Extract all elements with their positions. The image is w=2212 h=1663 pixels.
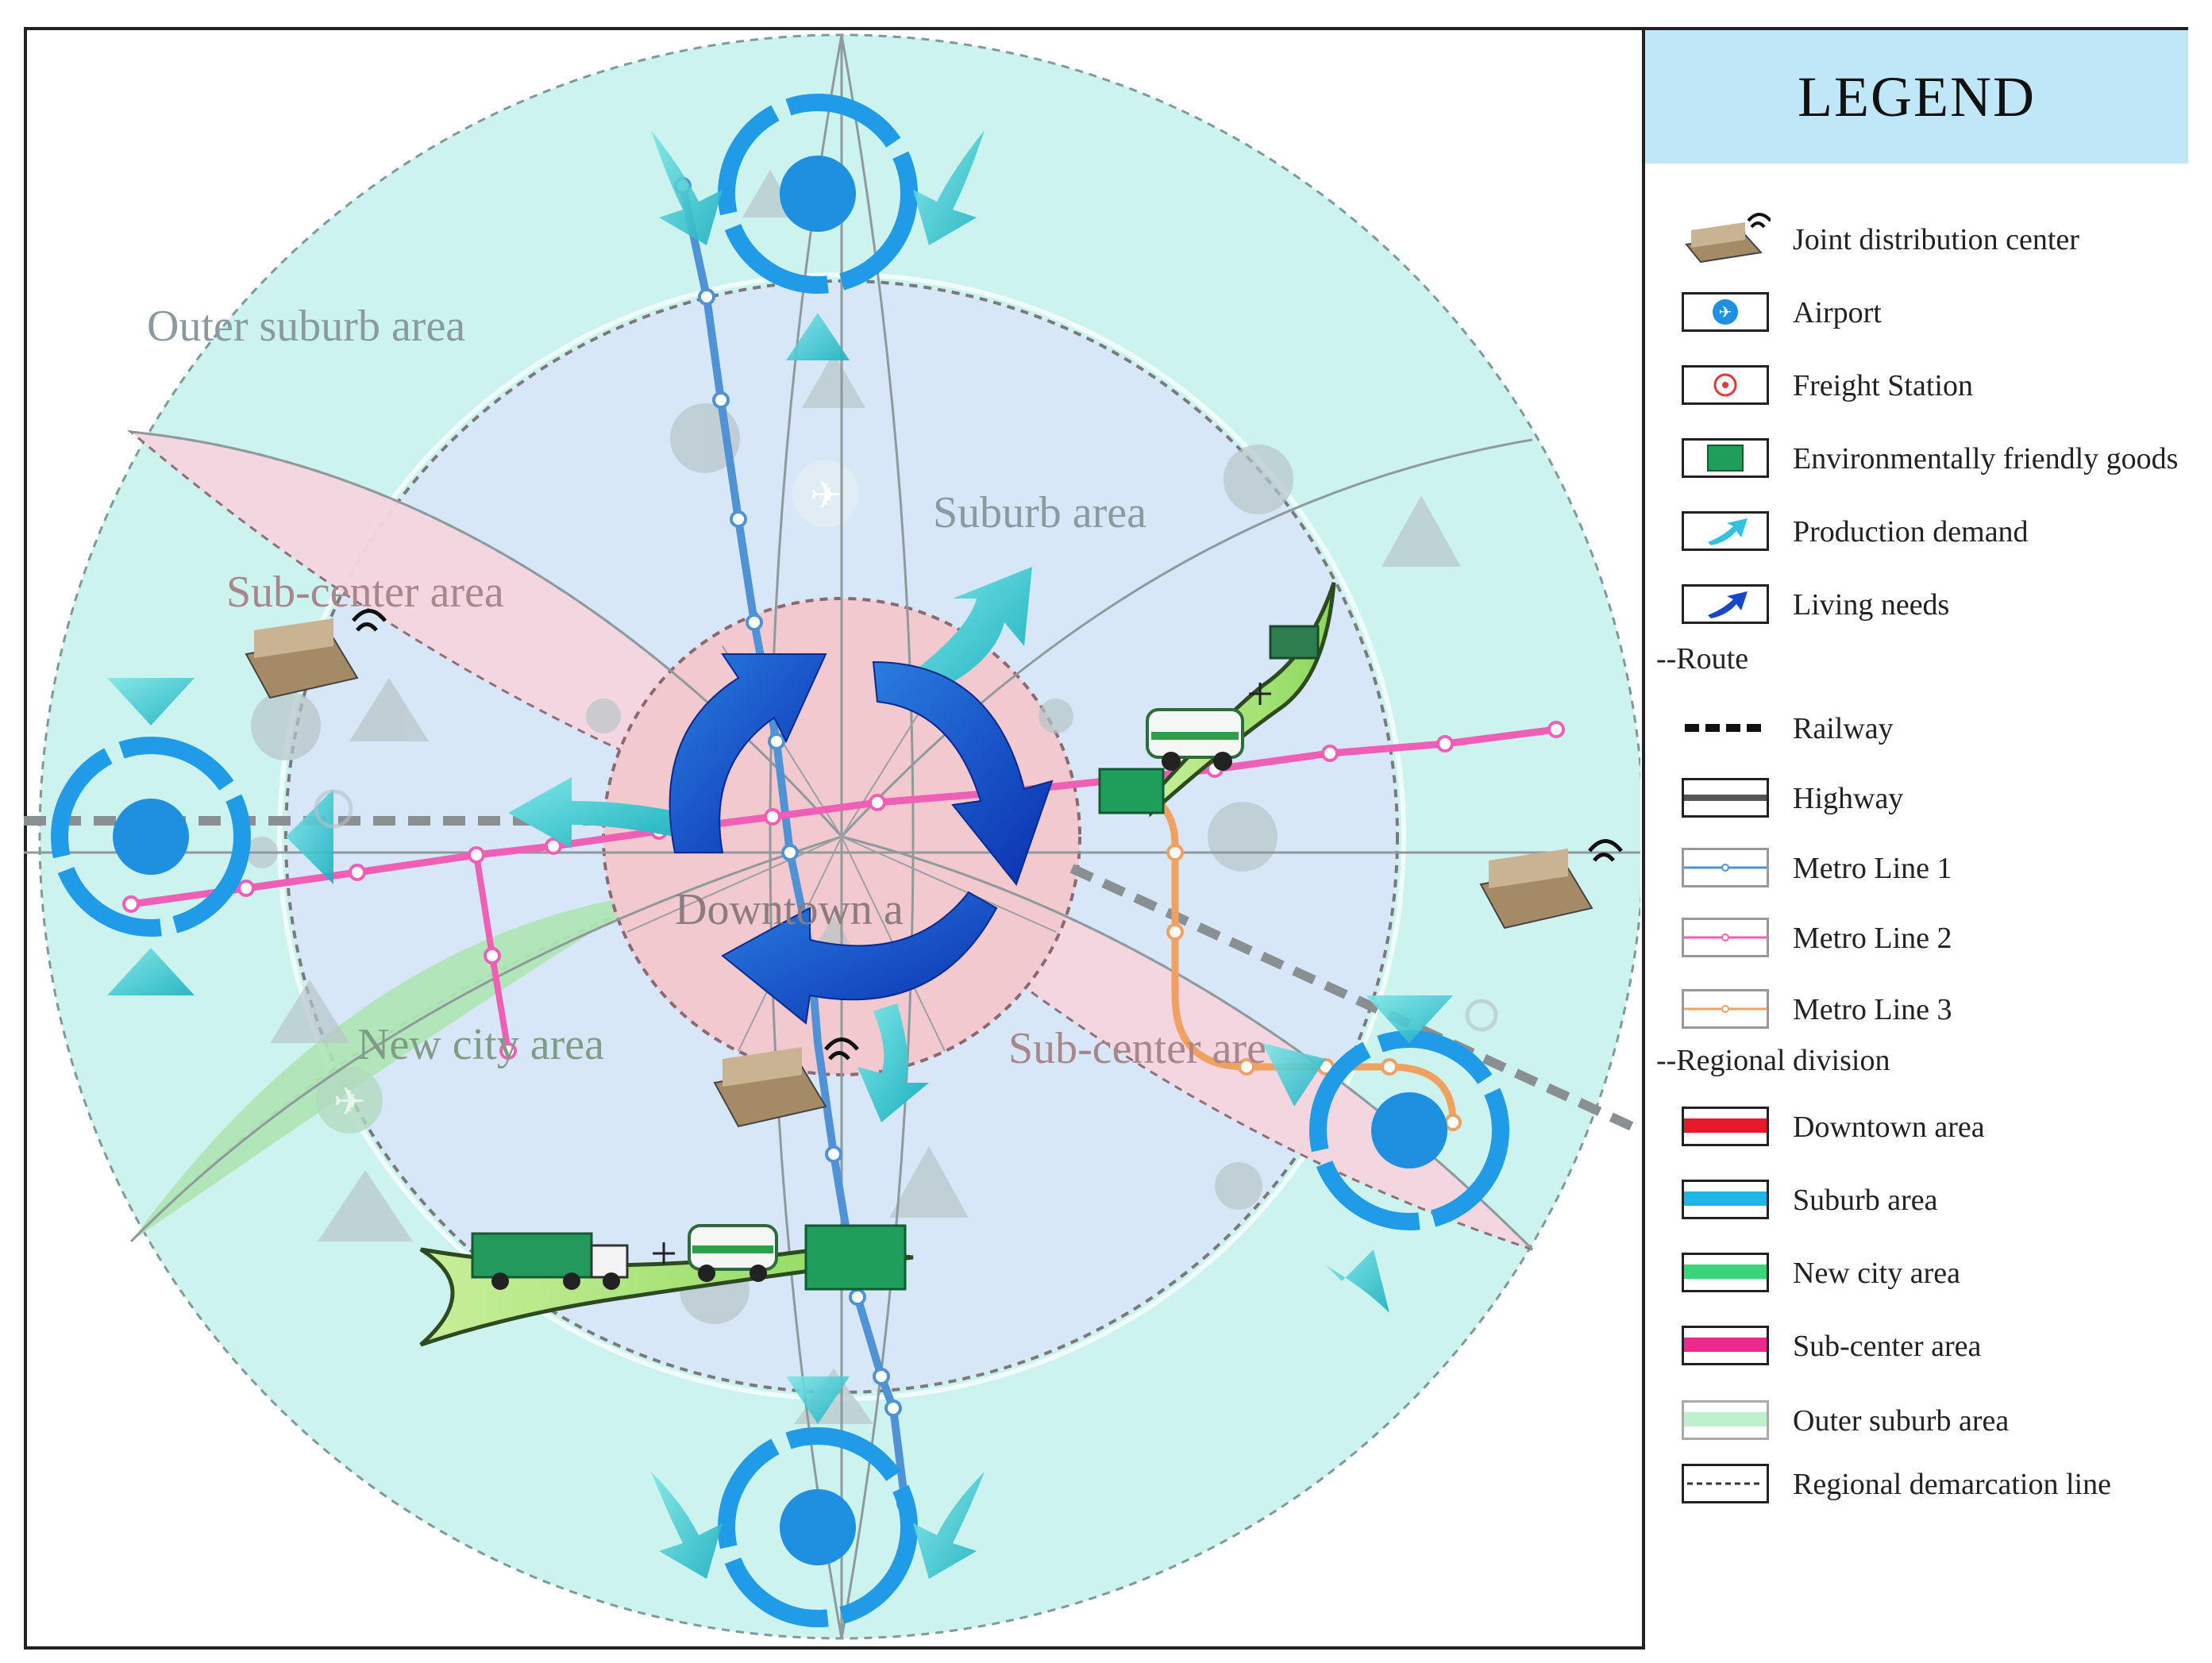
legend-label-outer-suburb: Outer suburb area — [1793, 1404, 2010, 1438]
demarcation-line-swatch — [1682, 1464, 1769, 1503]
legend-label-demarcation-line: Regional demarcation line — [1793, 1468, 2111, 1501]
airport-hub-west — [51, 737, 251, 937]
new-city-swatch — [1682, 1253, 1769, 1292]
legend-label-new-city: New city area — [1793, 1257, 1960, 1290]
label-new-city-area: New city area — [357, 1020, 604, 1069]
distribution-center-east — [1479, 839, 1623, 930]
background-markers — [246, 170, 1461, 1424]
airport-marker-north: ✈ — [792, 460, 859, 527]
metro-line-3-swatch — [1682, 989, 1769, 1029]
freight-station-icon — [1682, 365, 1769, 405]
legend-label-metro-line-2: Metro Line 2 — [1793, 922, 1952, 955]
airport-icon: ✈ — [1682, 292, 1769, 332]
plus-sign-east: + — [1247, 668, 1274, 720]
suburb-swatch — [1682, 1180, 1769, 1219]
railway-swatch — [1682, 708, 1769, 748]
legend-label-distribution-center: Joint distribution center — [1793, 223, 2079, 256]
metro-line-1-swatch — [1682, 848, 1769, 887]
legend-title: LEGEND — [1798, 64, 2036, 129]
legend-label-highway: Highway — [1793, 782, 1904, 815]
freight-station-marker — [314, 789, 1498, 1032]
label-sub-center-area-right: Sub-center are — [1008, 1024, 1266, 1073]
svg-text:✈: ✈ — [333, 1081, 365, 1123]
distribution-center-northwest — [245, 609, 387, 699]
legend-label-living-needs: Living needs — [1793, 588, 1950, 622]
legend-region-heading: --Regional division — [1656, 1044, 1890, 1077]
highway-swatch — [1682, 778, 1769, 818]
label-outer-suburb-area: Outer suburb area — [147, 302, 465, 351]
delivery-van-east — [1146, 708, 1244, 771]
city-logistics-map: ✈ ✈ — [24, 33, 1640, 1640]
legend-label-metro-line-3: Metro Line 3 — [1793, 993, 1952, 1026]
label-sub-center-area-left: Sub-center area — [226, 568, 504, 617]
legend-label-railway: Railway — [1793, 712, 1894, 745]
truck-south — [471, 1232, 629, 1290]
production-demand-arrow-icon — [1682, 511, 1769, 551]
airport-marker-southwest: ✈ — [316, 1067, 383, 1134]
svg-text:✈: ✈ — [1719, 304, 1732, 321]
green-goods-box-east — [1098, 768, 1165, 814]
airport-hub-south — [718, 1427, 918, 1627]
green-goods-box-south — [804, 1224, 907, 1291]
distribution-center-icon — [1685, 213, 1771, 264]
label-suburb-area: Suburb area — [933, 488, 1146, 537]
legend-route-heading: --Route — [1656, 642, 1749, 676]
legend-label-metro-line-1: Metro Line 1 — [1793, 852, 1952, 885]
delivery-van-south — [688, 1224, 778, 1282]
truck-east — [1269, 625, 1320, 660]
metro-line-2-swatch — [1682, 918, 1769, 957]
green-goods-icon — [1682, 438, 1769, 478]
downtown-swatch — [1682, 1107, 1769, 1146]
plus-sign-south: + — [650, 1227, 677, 1280]
legend-label-suburb: Suburb area — [1793, 1184, 1938, 1217]
airport-hub-north — [718, 94, 918, 294]
legend-label-airport: Airport — [1793, 296, 1882, 329]
legend-panel: LEGEND Joint distribution center ✈ Airpo… — [1642, 30, 2188, 1650]
legend-label-freight-station: Freight Station — [1793, 369, 1973, 402]
downtown-circulation-arrows — [669, 653, 1054, 1025]
legend-label-sub-center: Sub-center area — [1793, 1330, 1982, 1363]
outward-flow-arrows — [508, 567, 1032, 1122]
sub-center-swatch — [1682, 1326, 1769, 1365]
label-downtown-area: Downtown a — [675, 885, 904, 934]
svg-text:✈: ✈ — [810, 475, 842, 517]
legend-label-green-goods: Environmentally friendly goods — [1793, 442, 2179, 475]
production-demand-arrows — [107, 130, 1453, 1579]
distribution-center-south — [713, 1037, 859, 1128]
legend-label-production-demand: Production demand — [1793, 515, 2029, 549]
outer-suburb-swatch — [1682, 1400, 1769, 1440]
living-needs-arrow-icon — [1682, 584, 1769, 624]
legend-label-downtown: Downtown area — [1793, 1111, 1985, 1144]
legend-header: LEGEND — [1645, 30, 2188, 166]
